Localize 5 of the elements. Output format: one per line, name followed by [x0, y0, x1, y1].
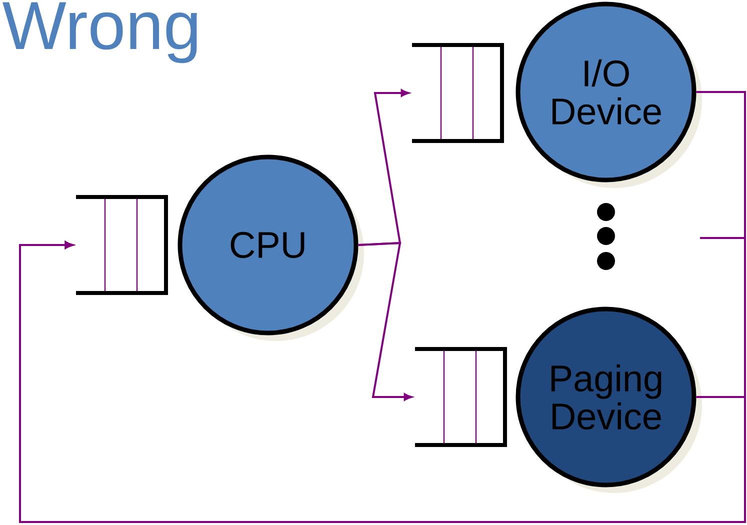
queue-drawing [415, 347, 507, 447]
arrow [358, 242, 412, 401]
queue-drawing [412, 43, 504, 143]
title: Wrong [2, 2, 197, 64]
queue-drawing [76, 195, 168, 295]
